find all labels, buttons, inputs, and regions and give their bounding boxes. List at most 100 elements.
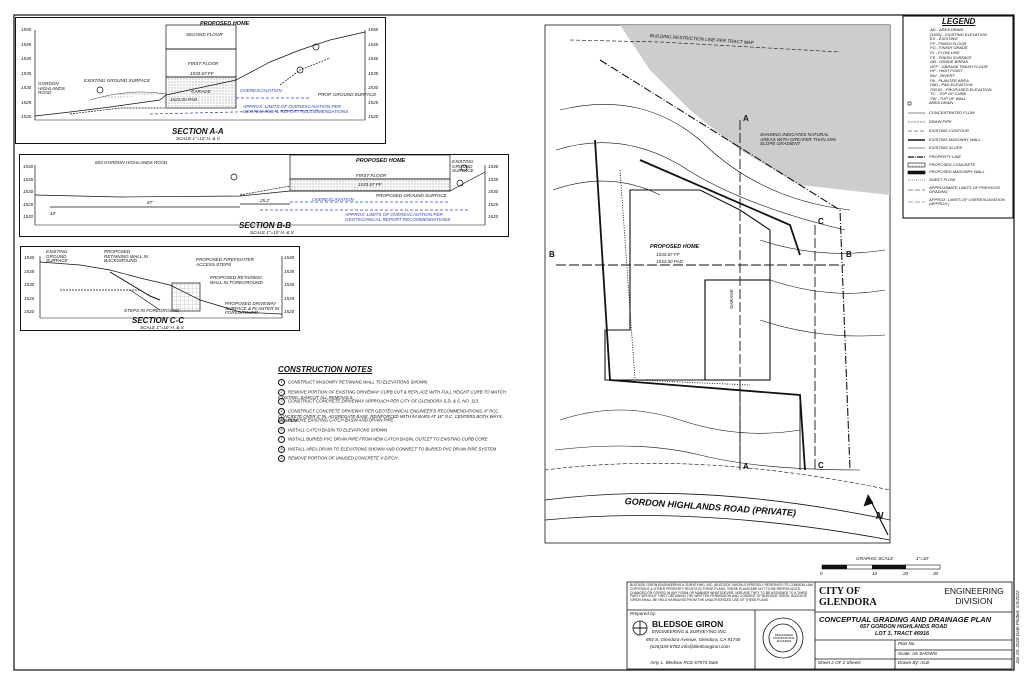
scale-tick-30: 30 <box>933 571 939 576</box>
plan-scale: Scale: AS SHOWN <box>898 651 937 656</box>
scale-tick-10: 10 <box>872 571 878 576</box>
scale-tick-0: 0 <box>820 571 823 576</box>
engineer-seal: REGISTERED PROFESSIONAL ENGINEER <box>773 633 795 643</box>
plan-mark-a-top: A <box>743 114 749 123</box>
elevation-tick: 1545 <box>368 41 379 47</box>
elevation-tick: 1540 <box>24 255 35 260</box>
legend-abbreviation: GB - GRADE BREAK <box>930 59 969 65</box>
note-number: 7 <box>278 436 285 443</box>
section-c-existing-surface: EXISTING GROUND SURFACE <box>46 249 68 264</box>
section-b-dim-67: 67' <box>147 200 153 205</box>
plan-lot: LOT 3, TRACT 46916 <box>875 631 930 637</box>
scale-tick-20: 20 <box>903 571 909 576</box>
elevation-tick: 1540 <box>21 56 32 61</box>
plan-mark-c-bottom: C <box>818 461 824 470</box>
section-b-dim-10: 10' <box>50 211 56 216</box>
note-number: 6 <box>278 426 285 434</box>
legend-symbol-label: EXISTING CONTOUR <box>929 128 969 133</box>
plan-title: CONCEPTUAL GRADING AND DRAINAGE PLAN <box>819 615 992 624</box>
plan-drawn-by: Drawn By: ALB <box>898 660 929 665</box>
elevation-tick: 1520 <box>23 214 34 219</box>
note-text: REMOVE PORTION OF EXISTING DRIVEWAY CURB… <box>278 389 506 400</box>
note-text: CONSTRUCT CONCRETE DRIVEWAY APPROACH PER… <box>288 398 478 404</box>
section-a-garage: GARAGE <box>191 89 211 94</box>
section-b-scale: SCALE 1"=10' H. & V. <box>250 230 295 235</box>
elevation-tick: 1520 <box>284 309 295 314</box>
legend-abbreviation: 700.00 - PROPOSED ELEVATION <box>930 86 992 92</box>
note-text: CONSTRUCT MASONRY RETAINING WALL TO ELEV… <box>288 379 429 385</box>
elevation-tick: 1550 <box>21 27 32 32</box>
elevation-tick: 1530 <box>21 85 32 90</box>
elevation-tick: 1525 <box>24 295 35 301</box>
elevation-tick: 1530 <box>24 282 35 287</box>
elevation-tick: 1545 <box>21 41 32 47</box>
section-c-title: SECTION C-C <box>132 316 184 325</box>
elevation-tick: 1520 <box>368 114 379 119</box>
section-a-second-floor: SECOND FLOOR <box>186 32 223 37</box>
section-c-retaining-bg: PROPOSED RETAINING WALL IN BACKGROUND <box>104 249 149 264</box>
section-a-panel <box>15 17 386 144</box>
elevation-tick: 1540 <box>284 255 295 260</box>
plan-mark-b-right: B <box>846 250 852 259</box>
legend-abbreviation: PAD - PAD ELEVATION <box>930 82 973 88</box>
section-a-title: SECTION A-A <box>172 127 224 136</box>
legend-symbol-label: PROPOSED CONCRETE <box>929 162 976 167</box>
firm-subtitle: ENGINEERING & SURVEYING INC. <box>652 629 728 634</box>
note-text: REMOVE PORTION OF UNUSED CONCRETE V-DITC… <box>288 455 399 461</box>
section-a-existing-surface: EXISTING GROUND SURFACE <box>84 78 151 83</box>
note-text: REMOVE EXISTING CATCH BASIN AND DRAIN PI… <box>288 417 394 423</box>
section-b-title: SECTION B-B <box>239 221 291 230</box>
elevation-tick: 1535 <box>488 176 499 182</box>
section-a-proposed-home: PROPOSED HOME <box>200 21 250 27</box>
legend-symbol-label: AREA DRAIN <box>929 100 954 105</box>
section-c-steps-fg: STEPS IN FOREGROUND <box>124 308 180 313</box>
legend-symbol-label: APPROXIMATE LIMITS OF PREVIOUS GRADING <box>929 185 1000 194</box>
legend-abbreviation: GFF - GARAGE FINISH FLOOR <box>930 63 988 69</box>
firm-contact: (626)335-8782 info@bledsoegiron.com <box>650 644 730 649</box>
elevation-tick: 1540 <box>488 164 499 169</box>
section-a-linework <box>34 24 366 121</box>
title-block-frame <box>626 581 1013 670</box>
elevation-tick: 1520 <box>488 214 499 219</box>
legend-abbreviation: PA - PLANTER AREA <box>930 77 969 83</box>
site-plan-linework <box>544 24 891 544</box>
legend-symbols <box>907 101 926 203</box>
section-a-pad: 1523.00 PAD <box>170 97 197 102</box>
section-c-driveway: PROPOSED DRIVEWAY SURFACE & PLANTER IN F… <box>225 301 280 316</box>
firm-address: 854 S. Glendora Avenue, Glendora, CA 917… <box>646 637 741 642</box>
note-number: 3 <box>278 398 285 405</box>
section-b-ff: 1533.67 FF <box>358 182 382 187</box>
elevation-tick: 1550 <box>368 27 379 32</box>
engineering-division: ENGINEERING DIVISION <box>944 586 1004 606</box>
elevation-tick: 1530 <box>368 85 379 90</box>
plan-number-label: Plan No. <box>898 641 916 646</box>
legend-symbol-label: PROPOSED MASONRY WALL <box>929 169 985 174</box>
plan-mark-a-bottom: A <box>743 462 749 471</box>
note-text: INSTALL AREA DRAIN TO ELEVATIONS SHOWN A… <box>288 446 497 452</box>
elevation-tick: 1540 <box>368 56 379 61</box>
section-c-firefighter-steps: PROPOSED FIREFIGHTER ACCESS STEPS <box>196 257 254 267</box>
title-block-prepared-by: Prepared by: <box>630 611 657 616</box>
section-b-approx-limits: APPROX. LIMITS OF OVEREXCAVATION PER GEO… <box>345 212 451 222</box>
section-b-prop-surface: PROPOSED GROUND SURFACE <box>376 193 447 198</box>
legend-abbreviation: FF - FINISH FLOOR <box>930 40 967 46</box>
note-text: CONSTRUCT CONCRETE DRIVEWAY PER GEOTECHN… <box>278 408 503 423</box>
elevation-tick: 1525 <box>21 99 32 105</box>
engineer-signature: Amy L. Bledsoe RCE 67574 Date <box>650 660 719 665</box>
elevation-tick: 1520 <box>24 309 35 314</box>
legend-abbreviation: FG - FINISH GRADE <box>930 45 968 51</box>
section-b-linework <box>34 154 486 226</box>
plan-ff: 1533.67 FF <box>656 252 680 257</box>
firm-name: BLEDSOE GIRON <box>652 619 724 629</box>
section-a-overexcavation: OVEREXCAVATION <box>240 88 282 93</box>
legend-box <box>902 15 1014 219</box>
section-b-dim-25: 25.2' <box>260 198 270 203</box>
legend-symbol-label: SHEET FLOW <box>929 177 956 182</box>
plan-garage: GARAGE <box>729 289 734 309</box>
